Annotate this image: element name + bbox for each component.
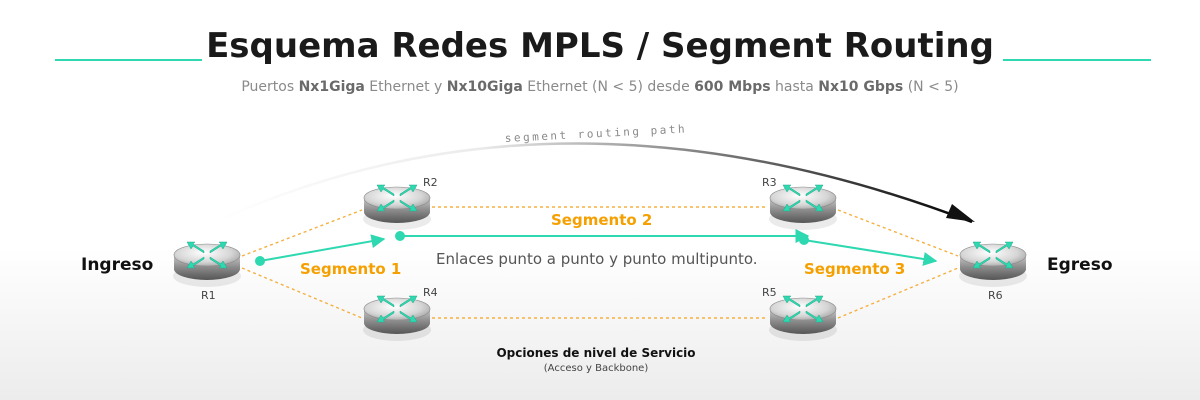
segment-3-label: Segmento 3	[804, 260, 905, 278]
arc-arrowhead	[946, 204, 975, 222]
link-r5-r6	[837, 267, 959, 319]
segment-2-start-dot	[395, 231, 405, 241]
ingress-label: Ingreso	[81, 255, 153, 275]
page-subtitle: Puertos Nx1Giga Ethernet y Nx10Giga Ethe…	[241, 79, 959, 95]
segment-3-arrow	[803, 239, 938, 266]
segment-1-arrow	[259, 234, 386, 262]
segment-1-label: Segmento 1	[300, 260, 401, 278]
link-r1-r4	[241, 267, 363, 319]
router-r3-label: R3	[762, 176, 777, 189]
links-description: Enlaces punto a punto y punto multipunto…	[436, 250, 758, 268]
router-r1-label: R1	[201, 289, 216, 302]
title-rule-right	[1003, 59, 1151, 61]
title-rule-left	[55, 59, 202, 61]
router-r2-label: R2	[423, 176, 438, 189]
router-r5-label: R5	[762, 286, 777, 299]
router-r6-label: R6	[988, 289, 1003, 302]
router-r4-label: R4	[423, 286, 438, 299]
router-r5-icon[interactable]	[768, 295, 838, 342]
segment-3-start-dot	[799, 235, 809, 245]
router-r1-icon[interactable]	[172, 241, 242, 288]
page-title: Esquema Redes MPLS / Segment Routing	[206, 26, 994, 66]
segment-routing-arc	[214, 142, 973, 224]
segment-1-start-dot	[255, 256, 265, 266]
service-options-subtitle: (Acceso y Backbone)	[544, 363, 649, 374]
egress-label: Egreso	[1047, 255, 1113, 275]
dotted-links	[241, 206, 959, 319]
router-r4-icon[interactable]	[362, 295, 432, 342]
segment-routing-path-label: segment routing path	[504, 122, 687, 145]
router-r3-icon[interactable]	[768, 184, 838, 231]
router-r2-icon[interactable]	[362, 184, 432, 231]
service-options-title: Opciones de nivel de Servicio	[496, 346, 695, 360]
router-r6-icon[interactable]	[958, 241, 1028, 288]
link-r1-r2	[241, 209, 363, 257]
segment-arrows	[259, 229, 938, 266]
segment-2-label: Segmento 2	[551, 211, 652, 229]
